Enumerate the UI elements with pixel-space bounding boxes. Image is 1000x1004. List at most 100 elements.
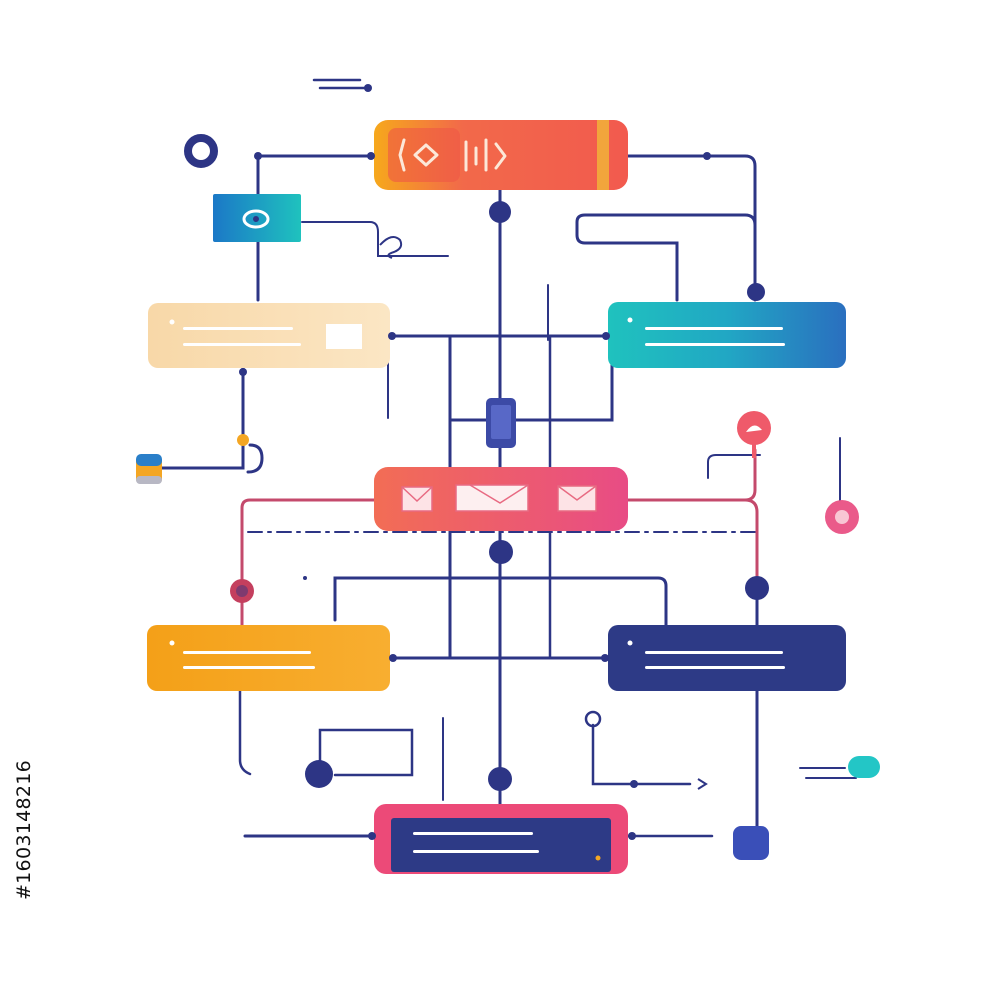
orange-card-text-line-2 [183,666,315,669]
junction-dot-spine-hub [489,540,513,564]
junction-dot-header-left [367,152,375,160]
junction-dot-spine-bottom [488,767,512,791]
cream-card-text-line-2 [183,343,301,346]
database-icon [136,454,162,484]
grid-lower-connector [333,576,668,630]
stock-id-label: #1603148216 [4,760,44,900]
phone-screen [491,405,511,439]
bottom-left-bracket [318,728,414,780]
teal-hook-connector [575,213,757,302]
pin-mark [746,425,762,432]
envelope-icon [401,484,597,512]
teal-card-text-line-1 [645,327,783,330]
footer-card-dot [595,855,601,861]
database-bottom [136,476,162,484]
navy-card-body [608,625,846,691]
teal-card-dot [627,317,633,323]
header-node [374,120,628,190]
junction-dot-cream-right [388,332,396,340]
header-node-highlight [388,128,460,182]
orange-card-text-line-1 [183,651,311,654]
pin-stem [752,444,756,458]
small-card-curl-connector [301,221,449,257]
cream-card-body [148,303,390,368]
envelope-3-flap [557,485,597,501]
teal-pill-icon [848,756,880,778]
hub-right-pink-connector [626,448,757,502]
junction-dot-footer-right [628,832,636,840]
cream-card-dot [169,319,175,325]
stock-id-text: #1603148216 [13,759,36,901]
header-node-tab [597,120,609,190]
junction-dot-bottom-left [305,760,333,788]
orange-card-node [147,625,390,691]
pink-junction-dot [230,579,254,603]
location-pin-icon [737,411,771,458]
cream-curl-connector [246,443,264,474]
grid-mid-connector [448,348,614,422]
junction-dot-right-hook [630,780,638,788]
junction-dot-tiny [303,576,307,580]
teal-card-body [608,302,846,368]
hub-left-pink-connector [240,498,377,627]
decorations [136,134,880,860]
target-icon [825,500,859,534]
target-inner [835,510,849,524]
small-card-node [213,194,301,242]
footer-card-node [374,804,628,874]
eye-icon [242,209,270,229]
junction-dot-footer-left [368,832,376,840]
ring-icon [184,134,218,168]
junction-dot-teal-left [602,332,610,340]
arrow-icon [697,778,708,790]
eye-pupil [253,216,259,222]
cream-stem-connector [158,366,245,470]
cream-card-node [148,303,390,368]
bottom-left-stem [238,688,252,776]
cream-card-text-line-1 [183,327,293,330]
scribble-icon [379,235,403,259]
junction-dot-header-right [703,152,711,160]
navy-card-text-line-2 [645,666,785,669]
code-diamond [413,143,439,167]
database-top [136,454,162,466]
eye-outline [242,209,270,229]
image-placeholder-icon [326,324,362,349]
footer-card-text-line-2 [413,850,539,853]
navy-card-dot [627,640,633,646]
hub-node [374,467,628,531]
blue-square-icon [733,826,769,860]
orange-card-dot [169,640,175,646]
footer-card-body [391,818,611,872]
small-ring-icon [584,710,602,728]
envelope-2-flap [469,484,529,504]
navy-card-text-line-1 [645,651,783,654]
teal-card-text-line-2 [645,343,785,346]
orange-node-dot [237,434,249,446]
junction-dot-navy [745,576,769,600]
junction-dot-cream-stem [239,368,247,376]
junction-dots [239,84,769,840]
hub-right-down-pink-connector [743,498,759,590]
junction-dot-navy-left [601,654,609,662]
junction-dot-small-top [254,152,262,160]
teal-card-node [608,302,846,368]
right-hook-connector [591,723,692,786]
envelope-1-flap [401,486,433,503]
phone-node [486,398,516,448]
header-right-connector [626,154,757,302]
code-chevron [494,142,507,170]
junction-dot-scribble [364,84,372,92]
junction-dot-spine-top [489,201,511,223]
code-brackets-icon [398,138,507,172]
pink-right-hook [707,454,761,479]
footer-card-text-line-1 [413,832,533,835]
junction-dot-teal [747,283,765,301]
junction-dot-orange-right [389,654,397,662]
hub-pink-connectors [240,448,759,627]
navy-card-node [608,625,846,691]
code-bracket-left [398,138,406,172]
connector-lines [158,78,857,838]
